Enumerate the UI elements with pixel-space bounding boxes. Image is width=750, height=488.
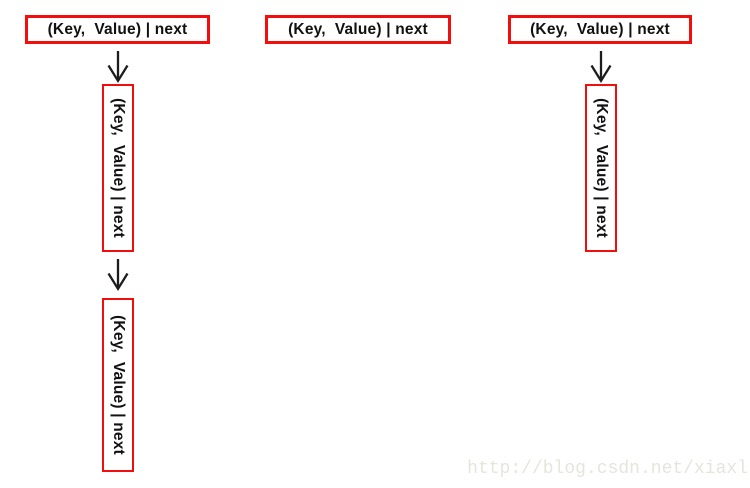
bucket-node-label: (Key, Value) | next — [47, 20, 188, 38]
bucket-node: (Key, Value) | next — [265, 15, 451, 44]
down-arrow-icon — [107, 51, 129, 83]
chain-node-label: (Key, Value) | next — [109, 98, 127, 238]
watermark-url: http://blog.csdn.net/xiaxl — [467, 459, 748, 479]
chain-node: (Key, Value) | next — [102, 84, 134, 252]
bucket-node: (Key, Value) | next — [508, 15, 692, 44]
bucket-node: (Key, Value) | next — [25, 15, 210, 44]
chain-node: (Key, Value) | next — [102, 298, 134, 472]
chain-node-label: (Key, Value) | next — [109, 315, 127, 455]
chain-node-label: (Key, Value) | next — [592, 98, 610, 238]
bucket-node-label: (Key, Value) | next — [530, 20, 670, 38]
bucket-node-label: (Key, Value) | next — [288, 20, 428, 38]
chain-node: (Key, Value) | next — [585, 84, 617, 252]
down-arrow-icon — [590, 51, 612, 83]
down-arrow-icon — [107, 259, 129, 291]
